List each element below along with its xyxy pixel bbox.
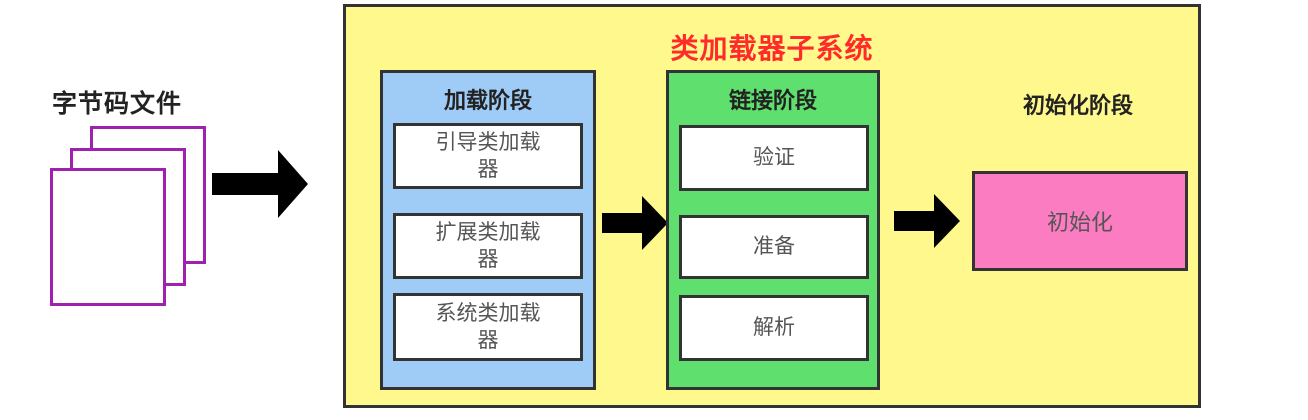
resolution-step-label: 解析: [753, 315, 795, 340]
arrow-right-icon: [602, 196, 668, 250]
preparation-step-label: 准备: [753, 234, 795, 259]
arrow-right-icon: [212, 150, 308, 218]
preparation-step: 准备: [679, 215, 869, 279]
system-class-loader-label: 系统类加载器: [435, 300, 541, 352]
bytecode-files-label: 字节码文件: [52, 89, 183, 118]
linking-stage: 链接阶段 验证 准备 解析: [666, 70, 880, 390]
bootstrap-class-loader-label: 引导类加载器: [435, 129, 541, 181]
arrow-right-icon: [894, 194, 960, 248]
resolution-step: 解析: [679, 295, 869, 361]
loading-stage-title: 加载阶段: [443, 89, 532, 114]
linking-stage-title: 链接阶段: [728, 89, 817, 114]
verification-step-label: 验证: [753, 145, 795, 170]
extension-class-loader: 扩展类加载器: [393, 213, 583, 279]
initialization-box: 初始化: [972, 171, 1188, 271]
extension-class-loader-label: 扩展类加载器: [435, 219, 541, 271]
bootstrap-class-loader: 引导类加载器: [393, 123, 583, 189]
system-class-loader: 系统类加载器: [393, 293, 583, 361]
bytecode-file-stack-icon: [50, 126, 210, 316]
verification-step: 验证: [679, 125, 869, 191]
initialization-box-label: 初始化: [1046, 211, 1113, 236]
loading-stage: 加载阶段 引导类加载器 扩展类加载器 系统类加载器: [380, 70, 596, 390]
initialization-stage-title: 初始化阶段: [1022, 94, 1133, 119]
subsystem-title: 类加载器子系统: [670, 32, 874, 65]
bytecode-file-page-front: [50, 168, 166, 306]
